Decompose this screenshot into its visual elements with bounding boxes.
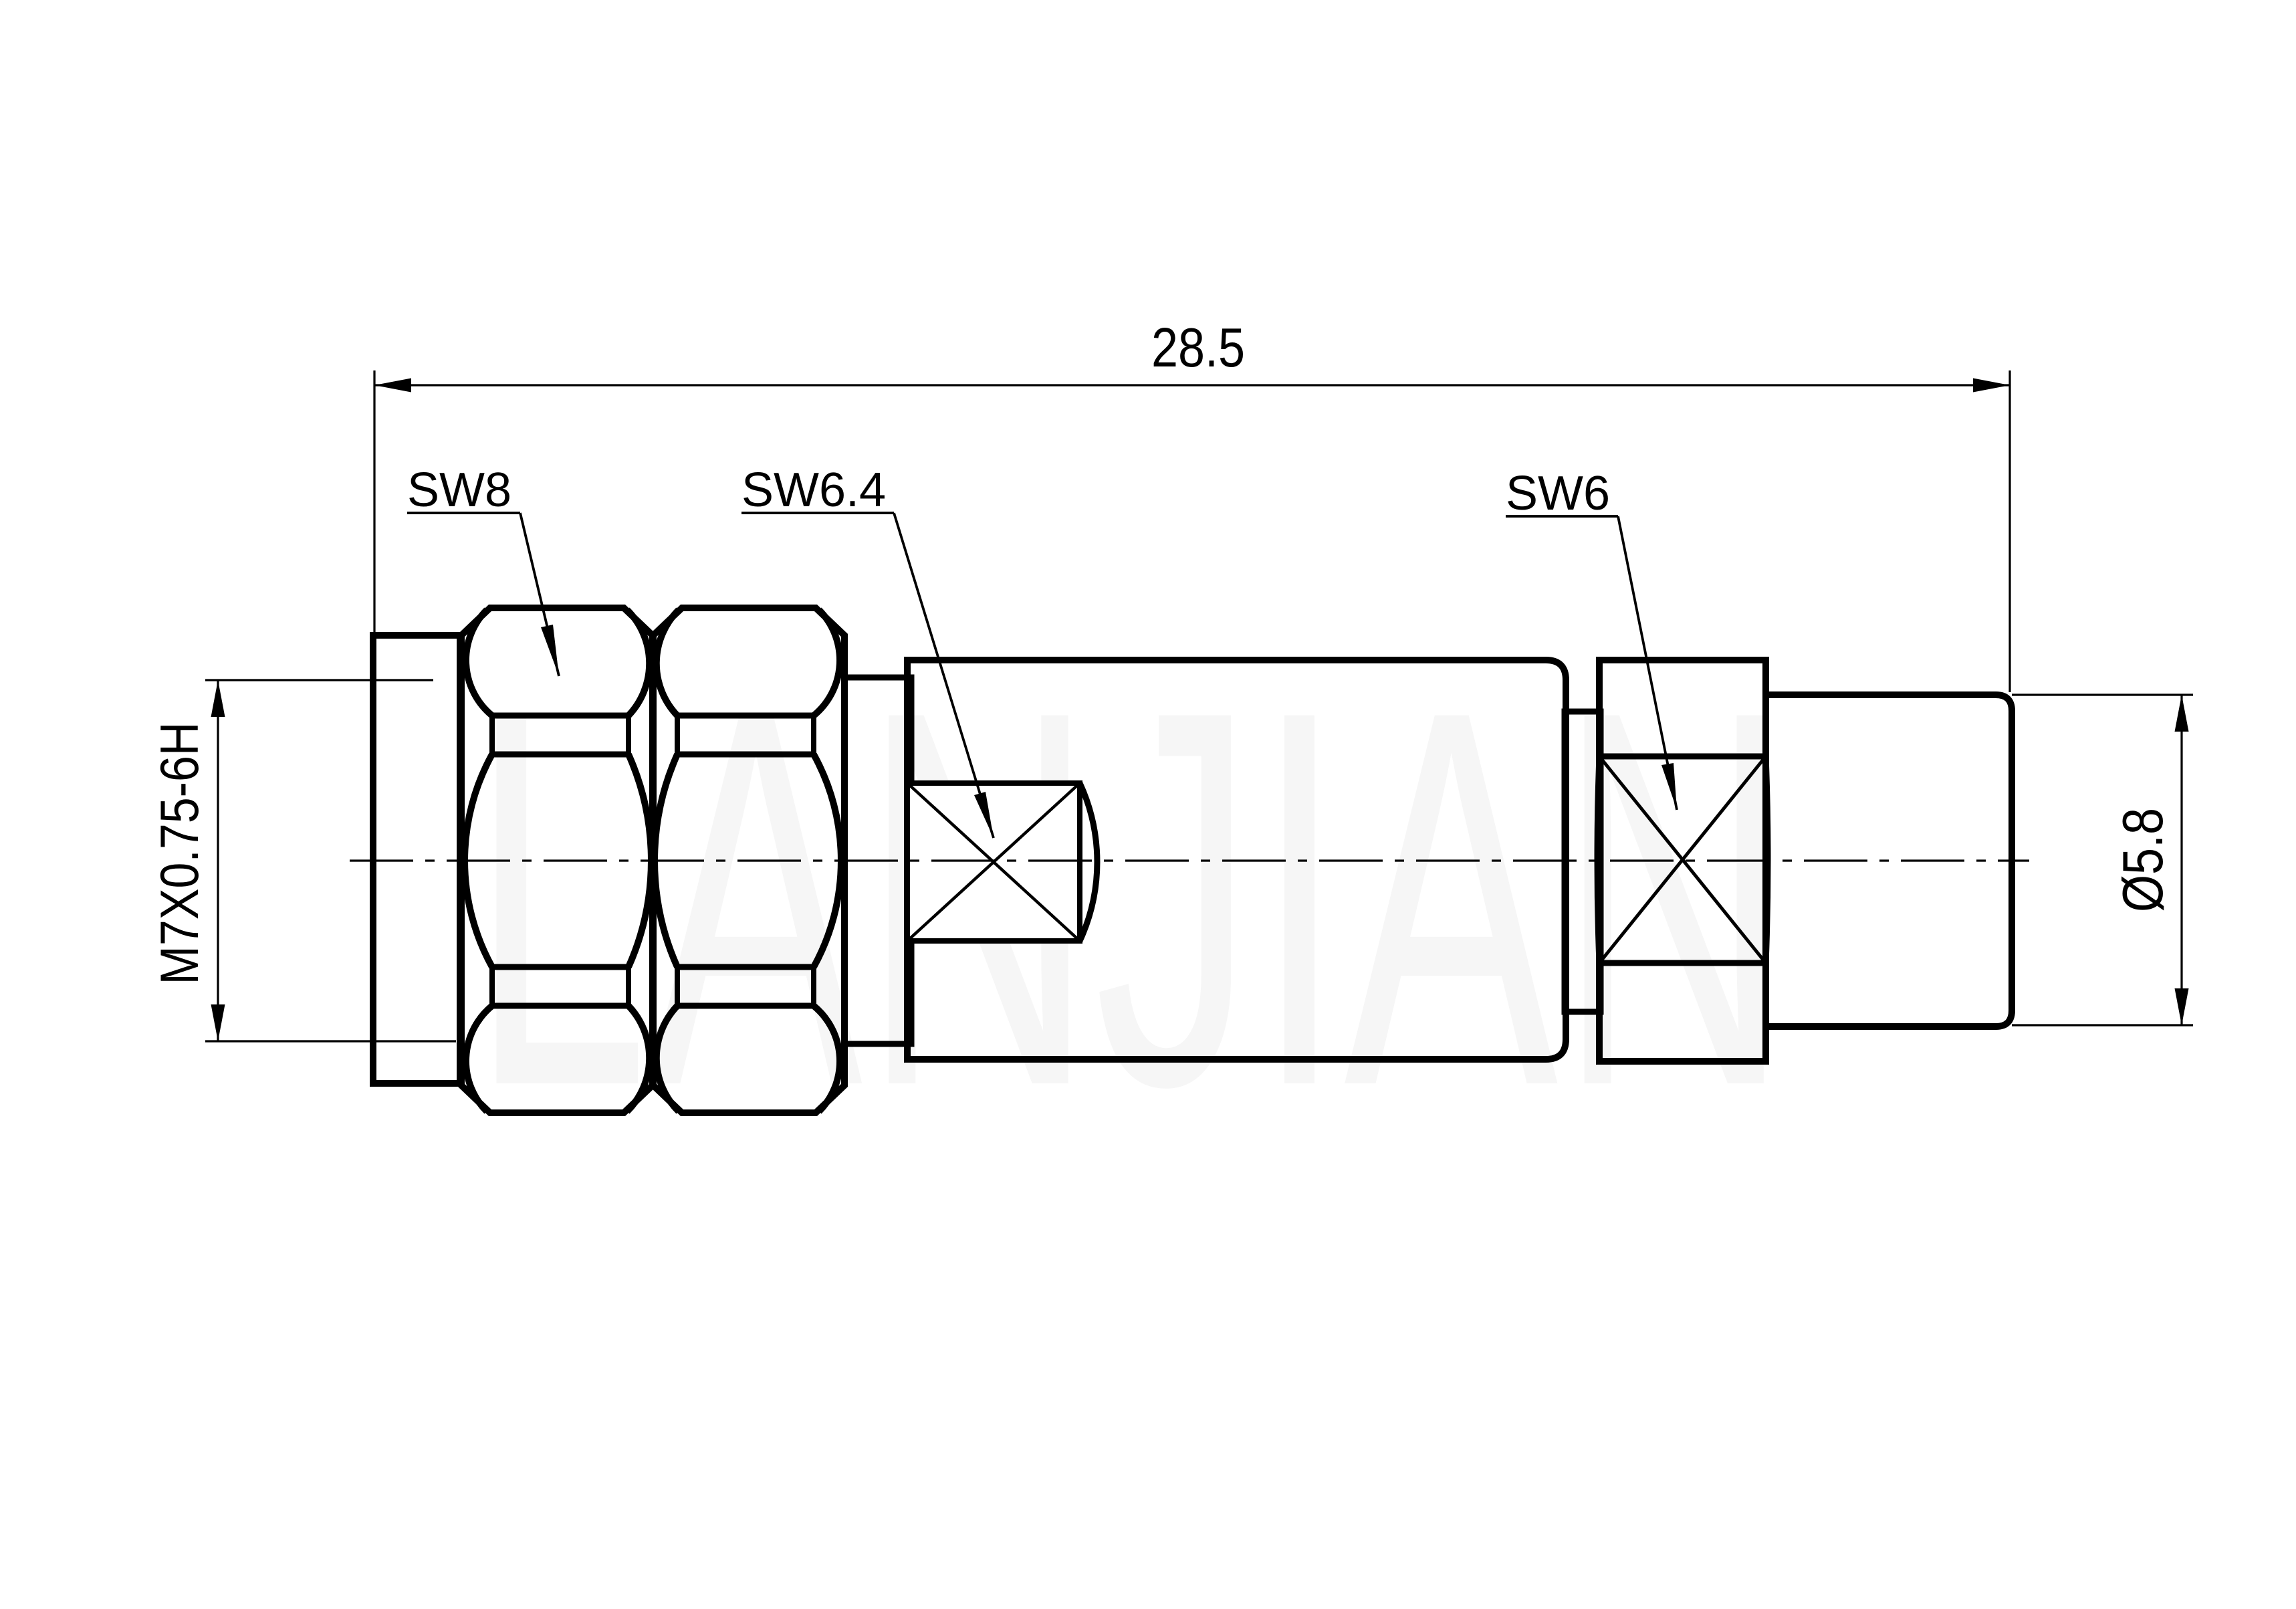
svg-text:SW6.4: SW6.4 xyxy=(741,463,886,517)
svg-text:M7X0.75-6H: M7X0.75-6H xyxy=(149,722,209,985)
svg-text:LANJIAN: LANJIAN xyxy=(470,599,1790,1197)
svg-text:28.5: 28.5 xyxy=(1151,317,1245,379)
svg-text:SW8: SW8 xyxy=(407,463,511,517)
svg-text:SW6: SW6 xyxy=(1506,467,1610,520)
svg-text:Ø5.8: Ø5.8 xyxy=(2111,808,2174,912)
